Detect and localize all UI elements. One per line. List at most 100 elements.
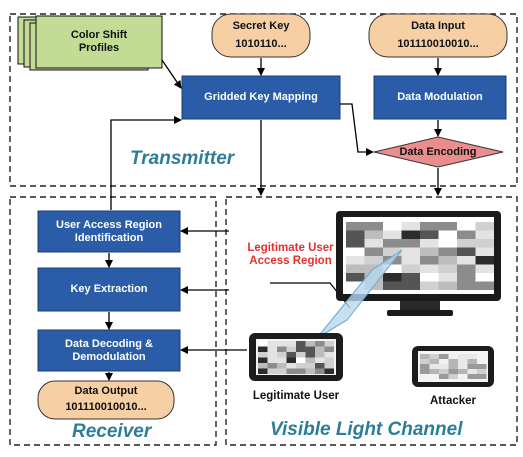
grid-cell [420,230,439,239]
grid-cell [477,374,487,379]
grid-cell [475,256,494,265]
grid-cell [438,264,457,273]
flow-arrows [105,58,442,381]
key-extraction-label: Key Extraction [70,283,148,296]
grid-cell [401,273,420,282]
grid-cell [420,364,430,369]
grid-cell [286,341,296,347]
receiver-frame [9,196,217,446]
grid-cell [429,364,439,369]
grid-cell [458,359,468,364]
grid-cell [420,264,439,273]
grid-cell [475,273,494,282]
grid-cell [477,369,487,374]
grid-cell [467,374,477,379]
grid-cell [383,230,402,239]
grid-cell [315,363,325,369]
data-input-value: 101110010010... [397,37,479,50]
grid-cell [364,247,383,256]
user-access-region-label: User Access Region Identification [56,218,162,244]
grid-cell [438,247,457,256]
grid-cell [457,273,476,282]
grid-cell [438,281,457,290]
grid-cell [267,363,277,369]
grid-cell [258,363,268,369]
grid-cell [420,239,439,248]
grid-cell [383,247,402,256]
gridded-key-mapping-label: Gridded Key Mapping [204,91,318,104]
grid-cell [475,247,494,256]
grid-cell [438,239,457,248]
grid-cell [475,239,494,248]
grid-cell [438,273,457,282]
secret-key-value: 1010110... [235,37,287,50]
grid-cell [429,359,439,364]
grid-cell [475,222,494,231]
grid-cell [420,369,430,374]
grid-cell [324,357,334,363]
grid-cell [267,352,277,358]
grid-cell [429,354,439,359]
grid-cell [439,364,449,369]
grid-cell [383,281,402,290]
grid-cell [277,368,287,374]
data-modulation-label: Data Modulation [397,91,483,104]
grid-cell [267,346,277,352]
grid-cell [346,264,365,273]
grid-cell [457,247,476,256]
grid-cell [315,341,325,347]
gridded-key-mapping-box [181,75,341,120]
grid-cell [324,368,334,374]
grid-cell [439,354,449,359]
grid-cell [296,352,306,358]
grid-cell [315,352,325,358]
grid-cell [267,368,277,374]
grid-cell [277,363,287,369]
grid-cell [364,239,383,248]
data-output-title: Data Output [74,384,138,397]
grid-cell [346,239,365,248]
data-output-value: 101110010010... [65,400,147,413]
grid-cell [457,256,476,265]
grid-cell [296,346,306,352]
grid-cell [458,354,468,359]
grid-cell [475,281,494,290]
grid-cell [296,341,306,347]
grid-cell [401,222,420,231]
key-extraction-box [37,267,181,312]
grid-cell [448,354,458,359]
grid-cell [324,346,334,352]
grid-cell [315,346,325,352]
grid-cell [364,256,383,265]
grid-cell [420,273,439,282]
grid-cell [401,239,420,248]
grid-cell [324,341,334,347]
grid-cell [258,368,268,374]
data-input-box [368,13,508,58]
grid-cell [346,247,365,256]
grid-cell [346,281,365,290]
grid-cell [438,256,457,265]
legitimate-user-label: Legitimate User [252,390,340,403]
grid-cell [346,230,365,239]
grid-cell [420,222,439,231]
grid-cell [439,369,449,374]
grid-cell [383,273,402,282]
grid-cell [277,352,287,358]
grid-cell [258,352,268,358]
attacker-label: Attacker [429,395,477,408]
grid-cell [457,239,476,248]
channel-title: Visible Light Channel [270,419,463,441]
grid-cell [458,364,468,369]
data-decoding-label: Data Decoding & Demodulation [64,337,153,363]
grid-cell [258,357,268,363]
grid-cell [420,256,439,265]
grid-cell [458,374,468,379]
grid-cell [346,256,365,265]
grid-cell [439,374,449,379]
grid-cell [467,369,477,374]
grid-cell [346,222,365,231]
data-input-title: Data Input [411,19,465,32]
grid-cell [258,341,268,347]
grid-cell [475,264,494,273]
